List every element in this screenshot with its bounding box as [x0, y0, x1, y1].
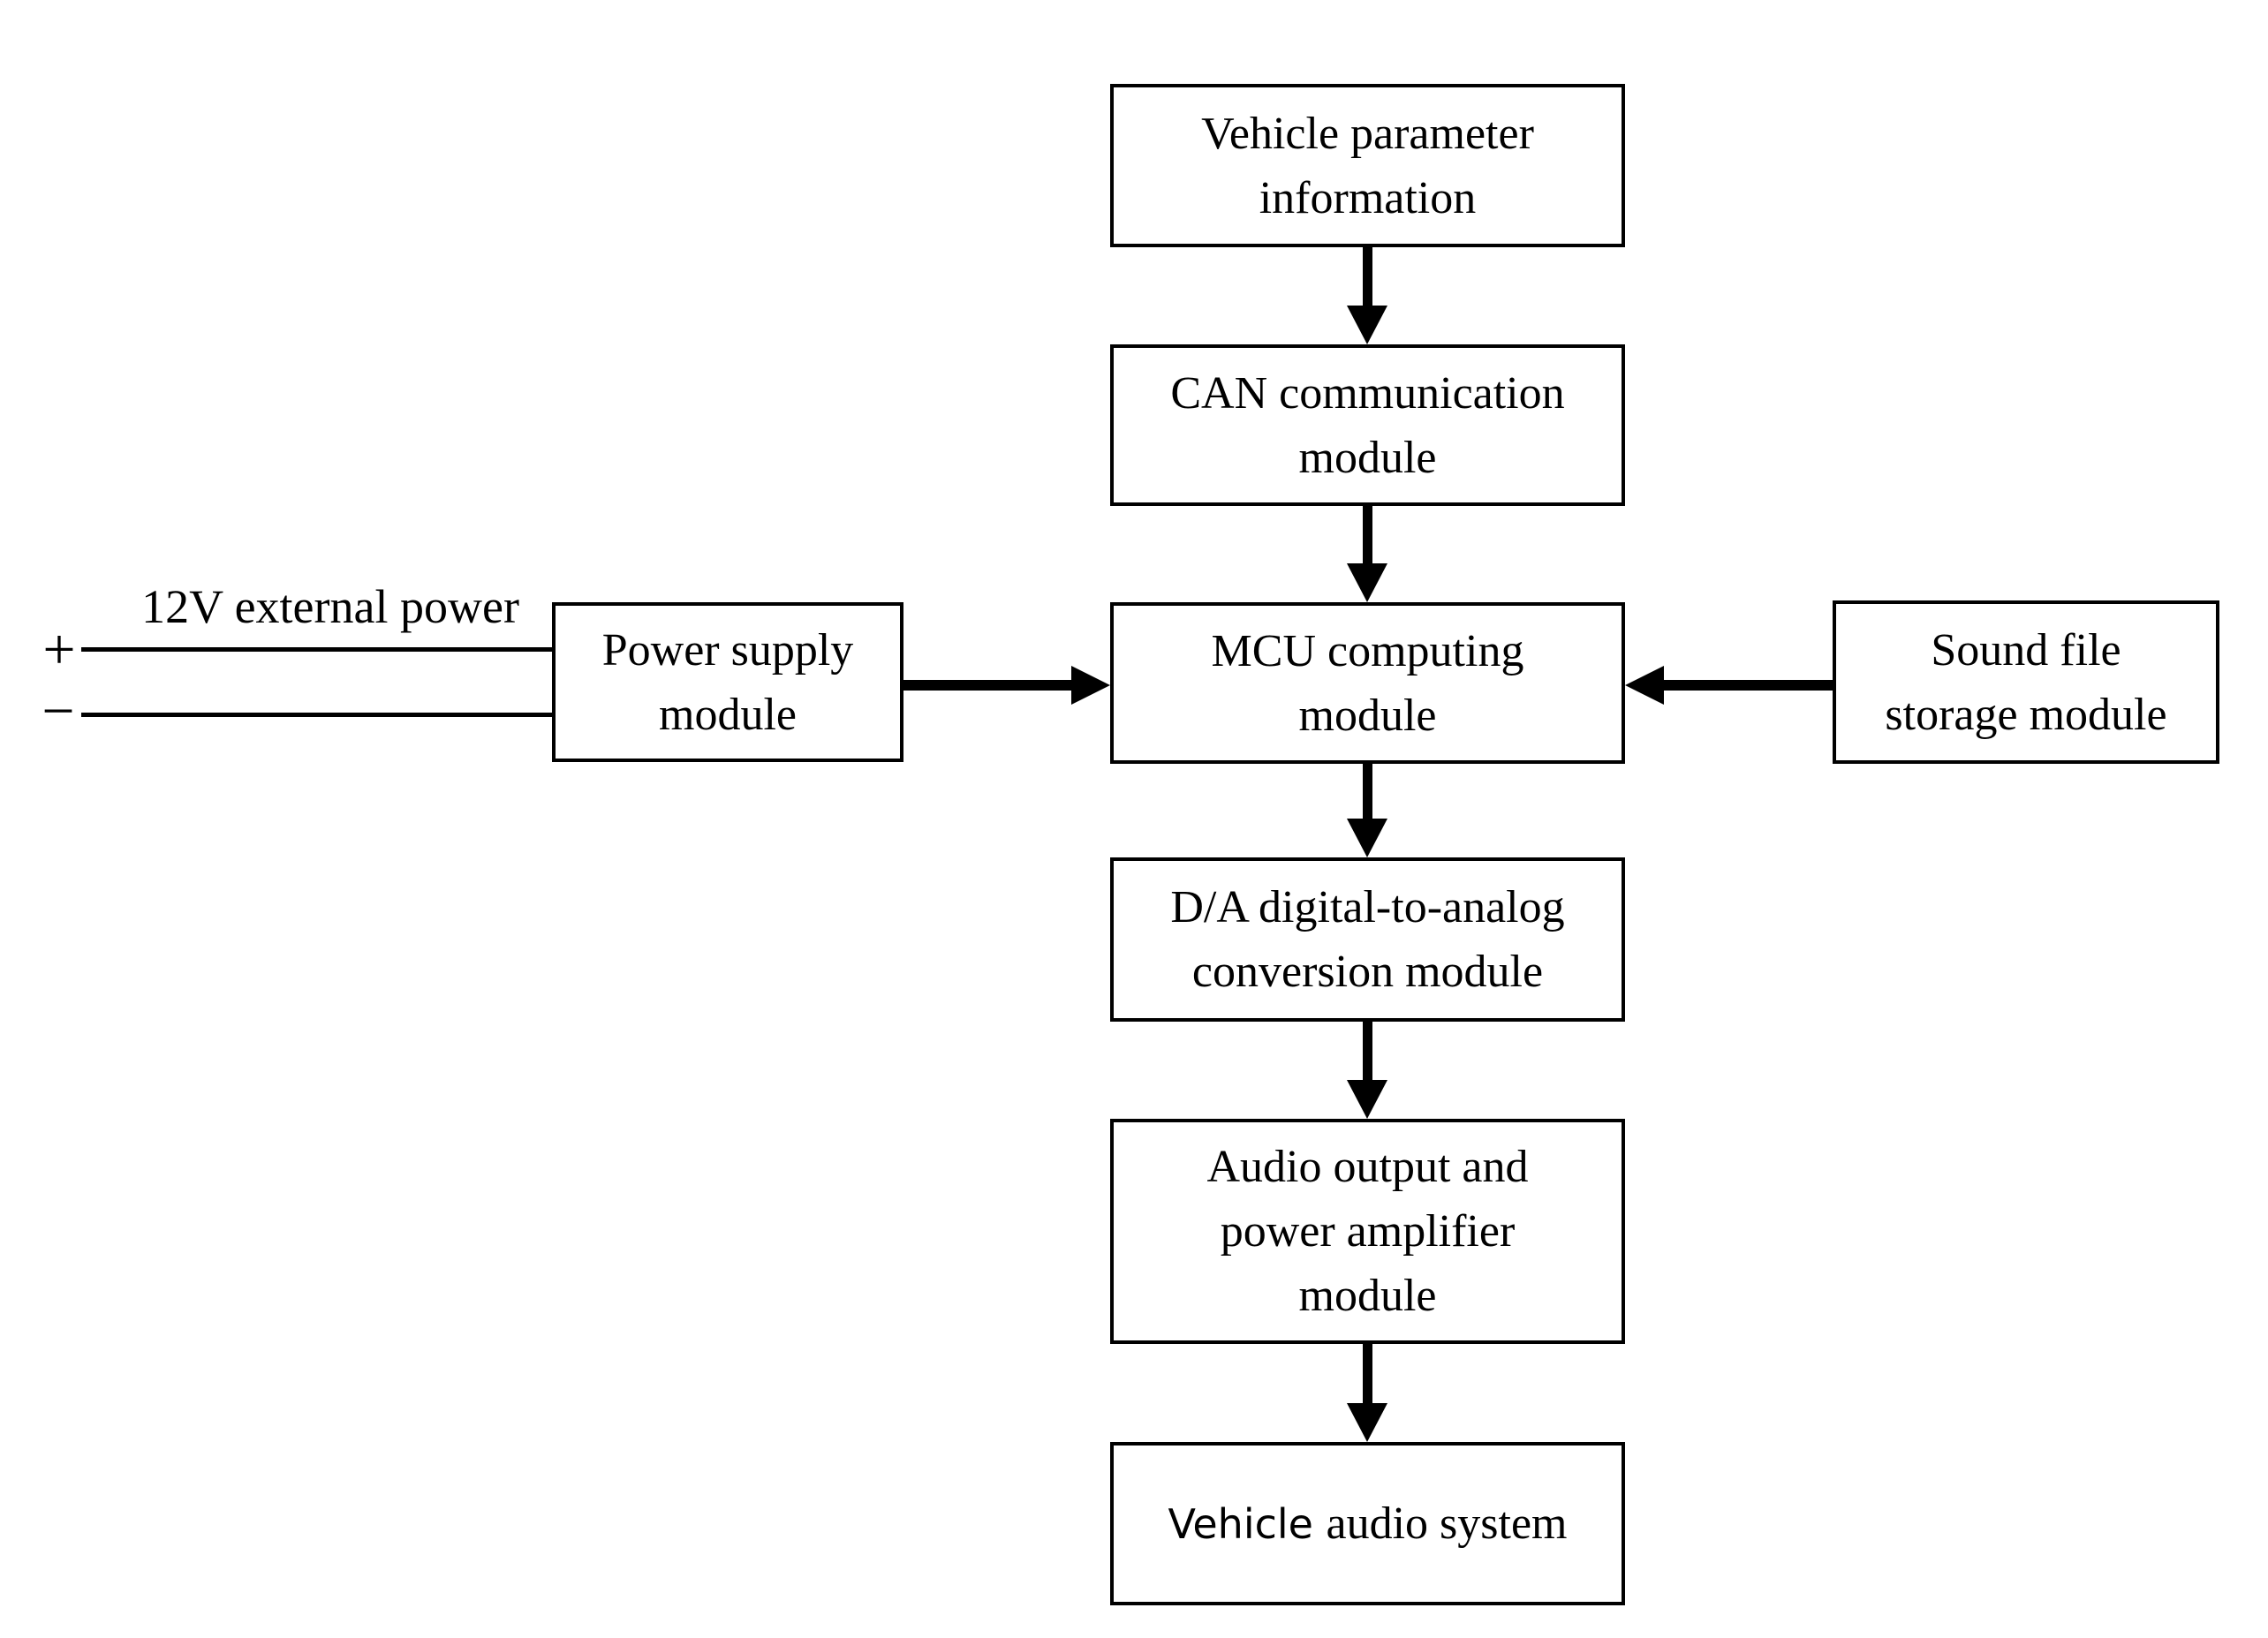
- arrow-down-icon: [1347, 563, 1387, 602]
- node-label-line: Sound file: [1931, 624, 2121, 676]
- node-can-communication-module: CAN communication module: [1110, 344, 1625, 506]
- node-label-line: information: [1259, 172, 1477, 223]
- node-label-word-sans: Vehicle: [1168, 1499, 1313, 1548]
- minus-sign: −: [42, 679, 75, 744]
- node-label-line: Vehicle parameter: [1201, 108, 1534, 159]
- node-label-line: module: [1298, 432, 1437, 483]
- arrow-mcu-to-da-stem: [1363, 764, 1372, 819]
- node-da-conversion-module: D/A digital-to-analog conversion module: [1110, 857, 1625, 1022]
- arrow-audio-output-to-vehicle-audio-stem: [1363, 1344, 1372, 1403]
- node-label-word-serif: audio system: [1326, 1498, 1568, 1549]
- arrow-left-icon: [1625, 666, 1664, 705]
- node-label-line: module: [1298, 690, 1437, 741]
- power-minus-wire: [81, 713, 552, 717]
- node-label-line: Power supply: [601, 624, 854, 676]
- node-sound-file-storage-module: Sound file storage module: [1833, 600, 2219, 764]
- node-label-line: Vehicle audio system: [1168, 1491, 1567, 1557]
- node-label-line: storage module: [1885, 689, 2167, 740]
- arrow-down-icon: [1347, 306, 1387, 344]
- arrow-right-icon: [1071, 666, 1110, 705]
- plus-sign: +: [42, 617, 76, 682]
- arrow-can-to-mcu-stem: [1363, 506, 1372, 563]
- node-label-line: MCU computing: [1211, 625, 1524, 676]
- node-audio-output-power-amplifier-module: Audio output and power amplifier module: [1110, 1119, 1625, 1344]
- arrow-down-icon: [1347, 1080, 1387, 1119]
- arrow-down-icon: [1347, 819, 1387, 857]
- node-label-line: D/A digital-to-analog: [1170, 882, 1565, 932]
- power-input-label: 12V external power: [141, 580, 519, 633]
- node-vehicle-parameter-information: Vehicle parameter information: [1110, 84, 1625, 247]
- node-label-line: module: [659, 689, 797, 740]
- node-power-supply-module: Power supply module: [552, 602, 903, 762]
- arrow-down-icon: [1347, 1403, 1387, 1442]
- node-label-line: power amplifier: [1220, 1206, 1516, 1257]
- node-label-line: conversion module: [1191, 947, 1544, 997]
- power-plus-wire: [81, 647, 552, 652]
- node-label-line: Audio output and: [1206, 1142, 1529, 1192]
- node-label-line: CAN communication: [1170, 367, 1565, 419]
- arrow-power-supply-to-mcu-stem: [903, 680, 1071, 691]
- node-mcu-computing-module: MCU computing module: [1110, 602, 1625, 764]
- node-label-line: module: [1298, 1271, 1437, 1321]
- arrow-sound-storage-to-mcu-stem: [1664, 680, 1833, 691]
- arrow-da-to-audio-output-stem: [1363, 1022, 1372, 1080]
- arrow-vehicle-param-to-can-stem: [1363, 247, 1372, 306]
- node-vehicle-audio-system: Vehicle audio system: [1110, 1442, 1625, 1605]
